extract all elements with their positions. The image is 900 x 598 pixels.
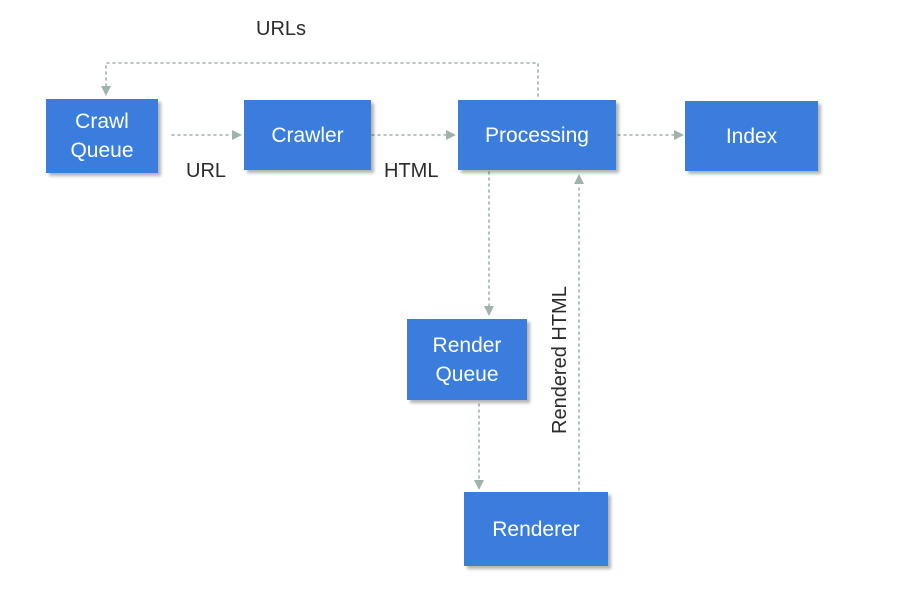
node-index: Index	[685, 101, 818, 171]
node-crawl-queue: Crawl Queue	[46, 99, 158, 173]
edge-renderer-arrowhead	[474, 480, 484, 490]
node-render-queue: Render Queue	[407, 319, 527, 400]
edge-html-arrowhead	[446, 130, 456, 140]
edge-url-arrowhead	[232, 130, 242, 140]
edge-label-rendered-html: Rendered HTML	[549, 286, 571, 434]
node-renderer: Renderer	[464, 492, 608, 566]
edge-rendered-html-arrowhead	[574, 174, 584, 184]
edge-index-arrowhead	[674, 130, 684, 140]
edge-label-url: URL	[186, 160, 227, 182]
edge-urls-arrowhead	[101, 86, 111, 96]
edge-label-urls: URLs	[256, 18, 307, 40]
edge-label-html: HTML	[384, 160, 439, 182]
node-crawler: Crawler	[244, 100, 371, 170]
edge-urls-line	[105, 62, 539, 97]
node-processing: Processing	[458, 100, 616, 170]
edge-render-queue-arrowhead	[484, 306, 494, 316]
